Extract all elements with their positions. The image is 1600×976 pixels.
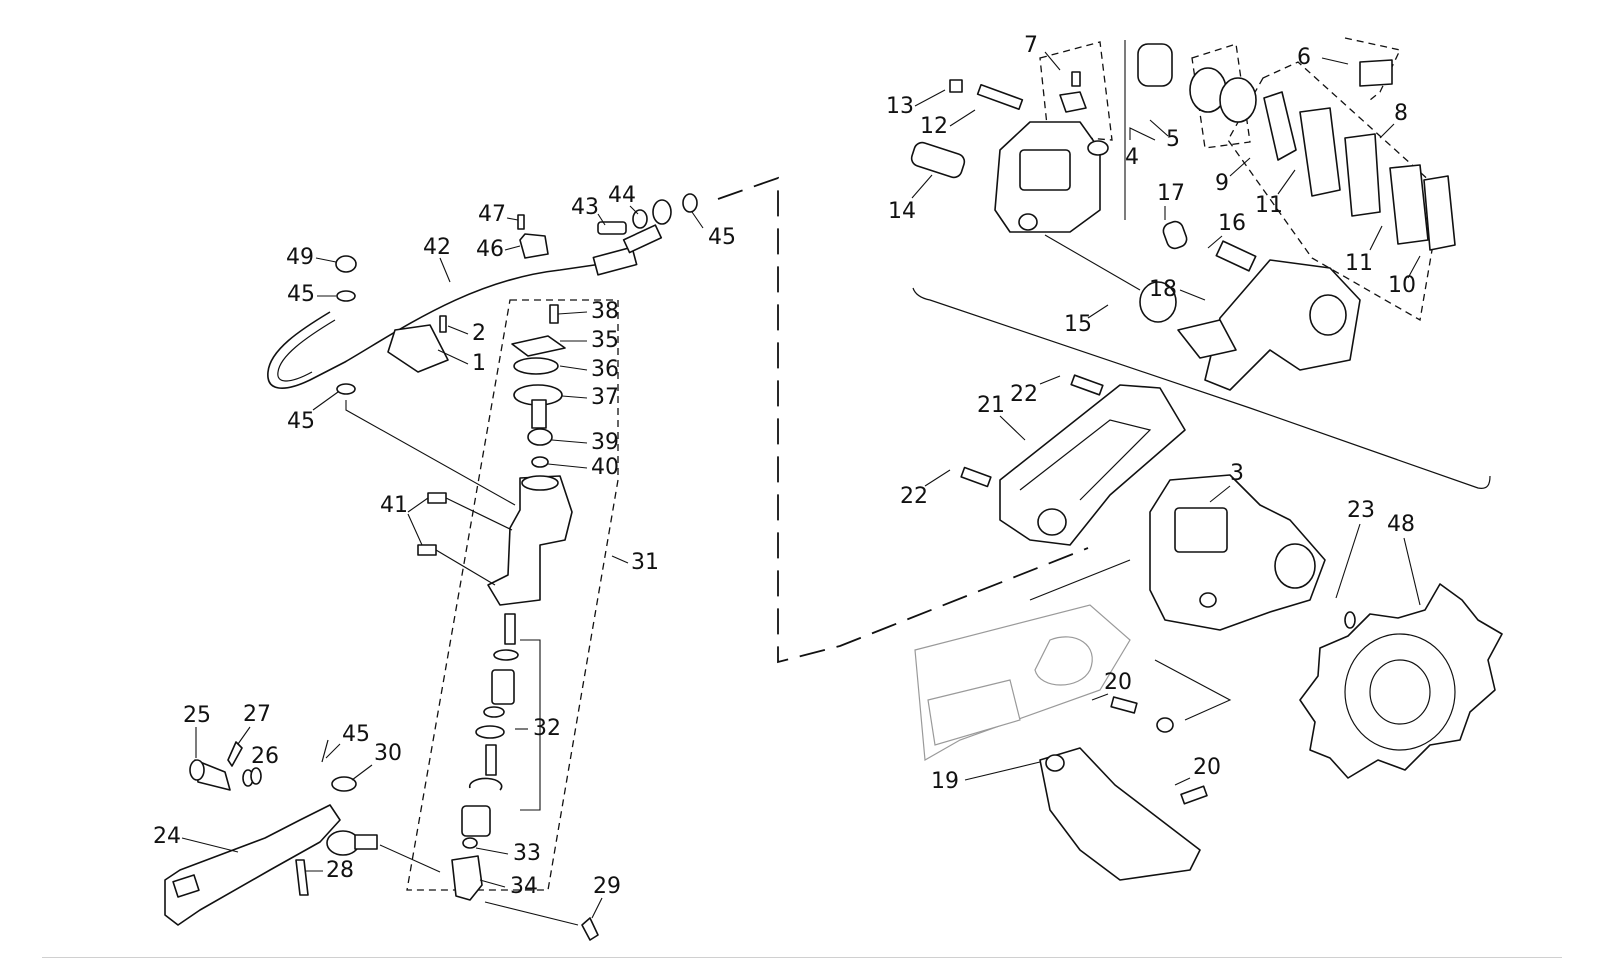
caliper-mounted-assembly: [914, 374, 1326, 881]
part-label: 33: [513, 841, 541, 866]
part-label: 25: [183, 703, 211, 728]
part-label: 20: [1104, 670, 1132, 695]
part-label: 2: [472, 321, 486, 346]
part-label: 28: [326, 858, 354, 883]
part-label: 22: [900, 484, 928, 509]
part-label: 49: [286, 245, 314, 270]
part-label: 5: [1166, 127, 1180, 152]
part-label: 45: [708, 225, 736, 250]
part-label: 45: [287, 409, 315, 434]
part-label: 8: [1394, 101, 1408, 126]
part-label: 46: [476, 237, 504, 262]
part-label: 45: [287, 282, 315, 307]
part-label: 40: [591, 455, 619, 480]
part-label: 6: [1297, 45, 1311, 70]
part-label: 17: [1157, 181, 1185, 206]
part-label: 32: [533, 716, 561, 741]
part-label: 36: [591, 357, 619, 382]
part-label: 29: [593, 874, 621, 899]
part-label: 1: [472, 351, 486, 376]
part-label: 37: [591, 385, 619, 410]
part-label: 38: [591, 299, 619, 324]
part-label: 15: [1064, 312, 1092, 337]
hose-to-caliper-guide: [717, 176, 1089, 664]
part-label: 34: [510, 874, 538, 899]
part-label: 23: [1347, 498, 1375, 523]
part-label: 9: [1215, 171, 1229, 196]
part-label: 35: [591, 328, 619, 353]
part-label: 42: [423, 235, 451, 260]
part-label: 19: [931, 769, 959, 794]
part-label: 4: [1125, 145, 1139, 170]
part-label: 3: [1230, 461, 1244, 486]
caliper-exploded-assembly: [910, 37, 1491, 489]
part-label: 43: [571, 195, 599, 220]
part-label: 18: [1149, 277, 1177, 302]
part-label: 20: [1193, 755, 1221, 780]
part-label: 22: [1010, 382, 1038, 407]
brake-disc: [1299, 583, 1503, 779]
part-label: 48: [1387, 512, 1415, 537]
bottom-divider: [42, 957, 1562, 958]
part-label: 7: [1024, 33, 1038, 58]
part-label: 31: [631, 550, 659, 575]
part-label: 44: [608, 183, 636, 208]
part-label: 16: [1218, 211, 1246, 236]
part-label: 11: [1345, 251, 1373, 276]
part-label: 41: [380, 493, 408, 518]
part-label: 39: [591, 430, 619, 455]
part-labels: 1 2 31 32 33 34 35 36 37 38 39 40 41 42 …: [153, 33, 1421, 919]
master-cylinder-assembly: [417, 304, 573, 901]
part-label: 10: [1388, 273, 1416, 298]
part-label: 47: [478, 202, 506, 227]
brake-hose-assembly: [267, 193, 698, 891]
part-label: 27: [243, 702, 271, 727]
part-label: 12: [920, 114, 948, 139]
part-label: 13: [886, 94, 914, 119]
part-label: 14: [888, 199, 916, 224]
part-label: 45: [342, 722, 370, 747]
part-label: 26: [251, 744, 279, 769]
part-label: 21: [977, 393, 1005, 418]
brake-pedal-assembly: [164, 739, 599, 941]
part-label: 11: [1255, 193, 1283, 218]
part-label: 24: [153, 824, 181, 849]
part-label: 30: [374, 741, 402, 766]
